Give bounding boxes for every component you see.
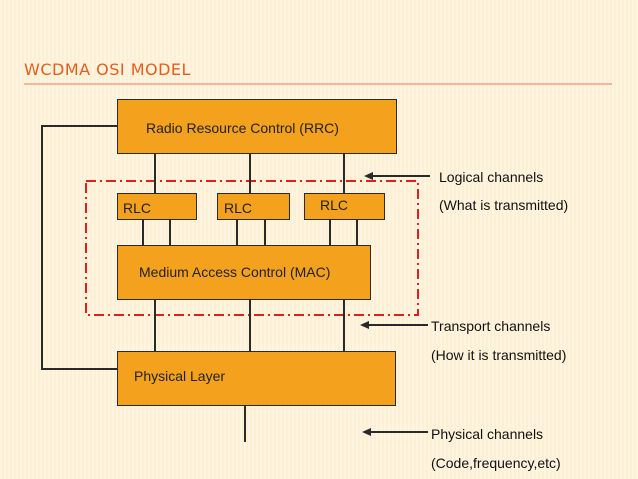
slide-title: WCDMA OSI MODEL [24, 60, 191, 79]
physical-layer-box: Physical Layer [117, 351, 396, 406]
rlc-label-2: RLC [224, 200, 253, 216]
rlc-box-1: RLC [117, 193, 197, 220]
rlc-box-3: RLC [304, 193, 385, 220]
logical-channels-desc: (What is transmitted) [439, 197, 569, 213]
transport-channels-label: Transport channels [431, 318, 551, 334]
rlc-box-2: RLC [217, 193, 290, 220]
rlc-label-1: RLC [123, 200, 152, 216]
mac-label: Medium Access Control (MAC) [139, 264, 331, 280]
physical-channels-desc: (Code,frequency,etc) [431, 455, 561, 471]
transport-channels-desc: (How it is transmitted) [431, 347, 567, 363]
rrc-box: Radio Resource Control (RRC) [117, 99, 397, 154]
mac-box: Medium Access Control (MAC) [117, 245, 371, 300]
rrc-label: Radio Resource Control (RRC) [146, 120, 339, 136]
logical-channels-label: Logical channels [439, 169, 544, 185]
physical-channels-label: Physical channels [431, 426, 544, 442]
rlc-label-3: RLC [320, 197, 349, 213]
title-underline [24, 83, 612, 85]
rlc-mac-dashed-boundary [85, 180, 419, 316]
physical-layer-label: Physical Layer [134, 368, 226, 384]
control-loop [41, 125, 118, 370]
